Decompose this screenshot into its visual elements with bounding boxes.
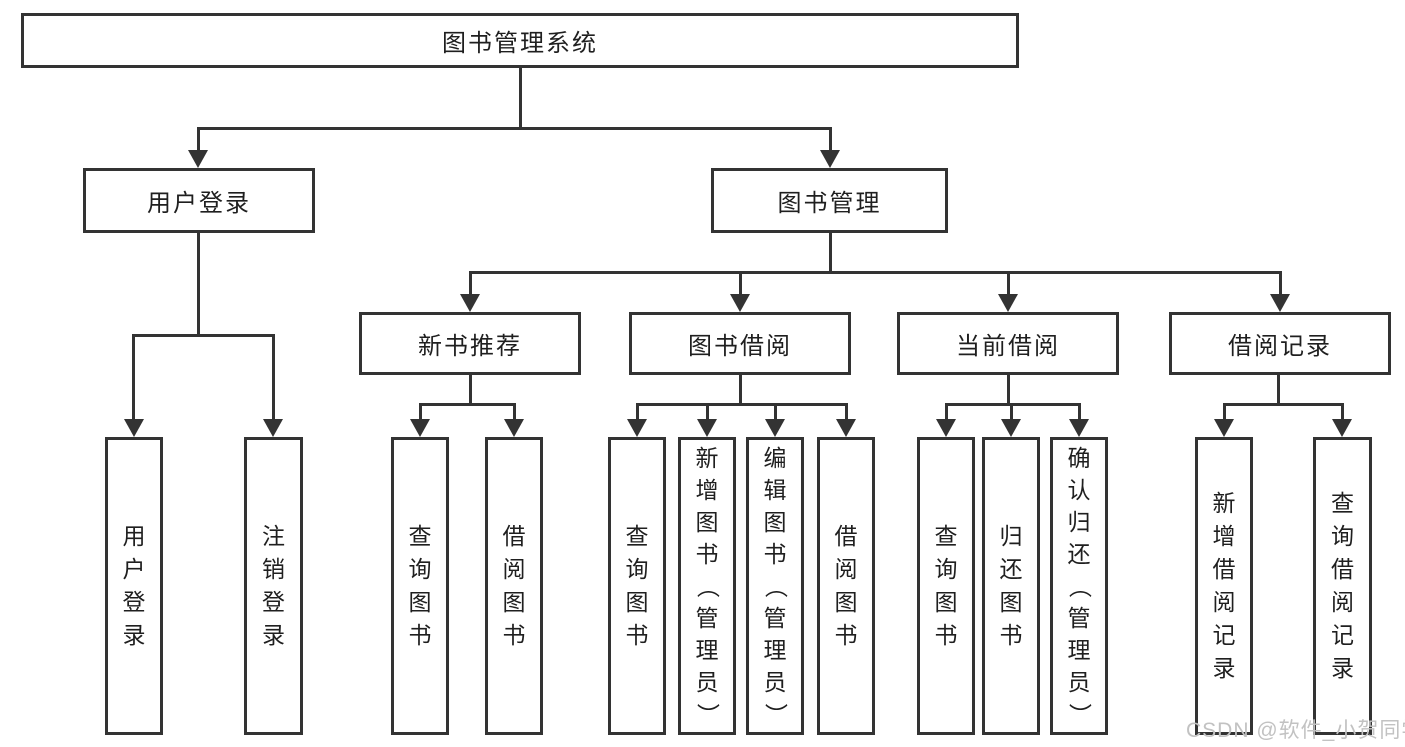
leaf-logout: 注销登录: [244, 437, 303, 735]
arrow-down-icon: [1332, 419, 1352, 437]
node-library-system: 图书管理系统: [21, 13, 1019, 68]
node-book-borrowing-label: 图书借阅: [688, 333, 792, 360]
connector-branch: [636, 403, 639, 420]
connector-branch: [513, 403, 516, 420]
leaf-confirm-return-admin-label: 确认归还（管理员）: [1066, 444, 1093, 726]
leaf-add-borrow-record-label: 新增借阅记录: [1212, 490, 1236, 681]
arrow-down-icon: [936, 419, 956, 437]
arrow-down-icon: [124, 419, 144, 437]
node-current-borrowing: 当前借阅: [897, 312, 1119, 375]
node-new-book-recommend: 新书推荐: [359, 312, 581, 375]
leaf-borrow-books: 借阅图书: [817, 437, 875, 735]
leaf-query-books-current: 查询图书: [917, 437, 975, 735]
arrow-down-icon: [410, 419, 430, 437]
arrow-down-icon: [820, 150, 840, 168]
arrow-down-icon: [504, 419, 524, 437]
connector-branch-book-mgmt: [829, 127, 832, 151]
leaf-return-books: 归还图书: [982, 437, 1040, 735]
connector-branch-login: [132, 334, 135, 420]
connector-branch-records: [1279, 271, 1282, 295]
connector-borrowing-rail: [636, 403, 848, 406]
node-library-system-label: 图书管理系统: [442, 30, 598, 57]
leaf-query-books-recommend-label: 查询图书: [408, 523, 432, 648]
node-current-borrowing-label: 当前借阅: [956, 333, 1060, 360]
arrow-down-icon: [1214, 419, 1234, 437]
leaf-add-books-admin: 新增图书（管理员）: [678, 437, 736, 735]
leaf-add-borrow-record: 新增借阅记录: [1195, 437, 1253, 735]
arrow-down-icon: [627, 419, 647, 437]
connector-branch: [774, 403, 777, 420]
node-borrowing-records: 借阅记录: [1169, 312, 1391, 375]
node-book-management-label: 图书管理: [777, 190, 882, 217]
connector-current-rail: [945, 403, 1081, 406]
connector-branch: [1341, 403, 1344, 420]
arrow-down-icon: [1001, 419, 1021, 437]
arrow-down-icon: [730, 294, 750, 312]
connector-branch-user-login: [197, 127, 200, 151]
connector-new-book-rail: [419, 403, 516, 406]
leaf-user-login-label: 用户登录: [122, 523, 146, 648]
connector-current-stem: [1007, 375, 1010, 406]
connector-borrowing-stem: [739, 375, 742, 406]
leaf-add-books-admin-label: 新增图书（管理员）: [694, 444, 721, 726]
connector-user-login-stem: [197, 233, 200, 337]
connector-branch: [945, 403, 948, 420]
leaf-return-books-label: 归还图书: [999, 523, 1023, 648]
arrow-down-icon: [460, 294, 480, 312]
leaf-query-borrow-record: 查询借阅记录: [1313, 437, 1372, 735]
connector-branch-borrow: [739, 271, 742, 295]
connector-new-book-stem: [469, 375, 472, 406]
connector-branch: [706, 403, 709, 420]
node-book-borrowing: 图书借阅: [629, 312, 851, 375]
leaf-query-borrow-record-label: 查询借阅记录: [1331, 490, 1354, 681]
connector-branch: [419, 403, 422, 420]
arrow-down-icon: [188, 150, 208, 168]
connector-records-rail: [1223, 403, 1344, 406]
arrow-down-icon: [765, 419, 785, 437]
arrow-down-icon: [697, 419, 717, 437]
node-borrowing-records-label: 借阅记录: [1228, 333, 1332, 360]
node-user-login-label: 用户登录: [147, 190, 251, 217]
node-user-login: 用户登录: [83, 168, 315, 233]
leaf-user-login: 用户登录: [105, 437, 163, 735]
leaf-borrow-books-label: 借阅图书: [834, 523, 858, 648]
leaf-query-books-borrowing: 查询图书: [608, 437, 666, 735]
leaf-query-books-recommend: 查询图书: [391, 437, 449, 735]
arrow-down-icon: [836, 419, 856, 437]
connector-records-stem: [1277, 375, 1280, 406]
connector-branch-current: [1007, 271, 1010, 295]
leaf-borrow-books-recommend-label: 借阅图书: [502, 523, 526, 648]
csdn-watermark: CSDN @软件_小贺同学: [1186, 719, 1405, 742]
node-new-book-recommend-label: 新书推荐: [418, 333, 522, 360]
connector-branch: [1078, 403, 1081, 420]
leaf-edit-books-admin: 编辑图书（管理员）: [746, 437, 804, 735]
connector-branch-new-book: [469, 271, 472, 295]
connector-branch: [845, 403, 848, 420]
arrow-down-icon: [1270, 294, 1290, 312]
connector-book-mgmt-stem: [829, 233, 832, 274]
leaf-query-books-borrowing-label: 查询图书: [625, 523, 649, 648]
connector-book-mgmt-rail: [469, 271, 1282, 274]
leaf-confirm-return-admin: 确认归还（管理员）: [1050, 437, 1108, 735]
arrow-down-icon: [263, 419, 283, 437]
connector-root-rail: [197, 127, 832, 130]
leaf-borrow-books-recommend: 借阅图书: [485, 437, 543, 735]
connector-branch: [1010, 403, 1013, 420]
node-book-management: 图书管理: [711, 168, 948, 233]
leaf-query-books-current-label: 查询图书: [934, 523, 958, 648]
arrow-down-icon: [1069, 419, 1089, 437]
leaf-edit-books-admin-label: 编辑图书（管理员）: [762, 444, 789, 726]
arrow-down-icon: [998, 294, 1018, 312]
connector-user-login-rail: [132, 334, 275, 337]
connector-root-stem: [519, 68, 522, 129]
leaf-logout-label: 注销登录: [262, 523, 285, 648]
connector-branch: [1223, 403, 1226, 420]
connector-branch-logout: [272, 334, 275, 420]
